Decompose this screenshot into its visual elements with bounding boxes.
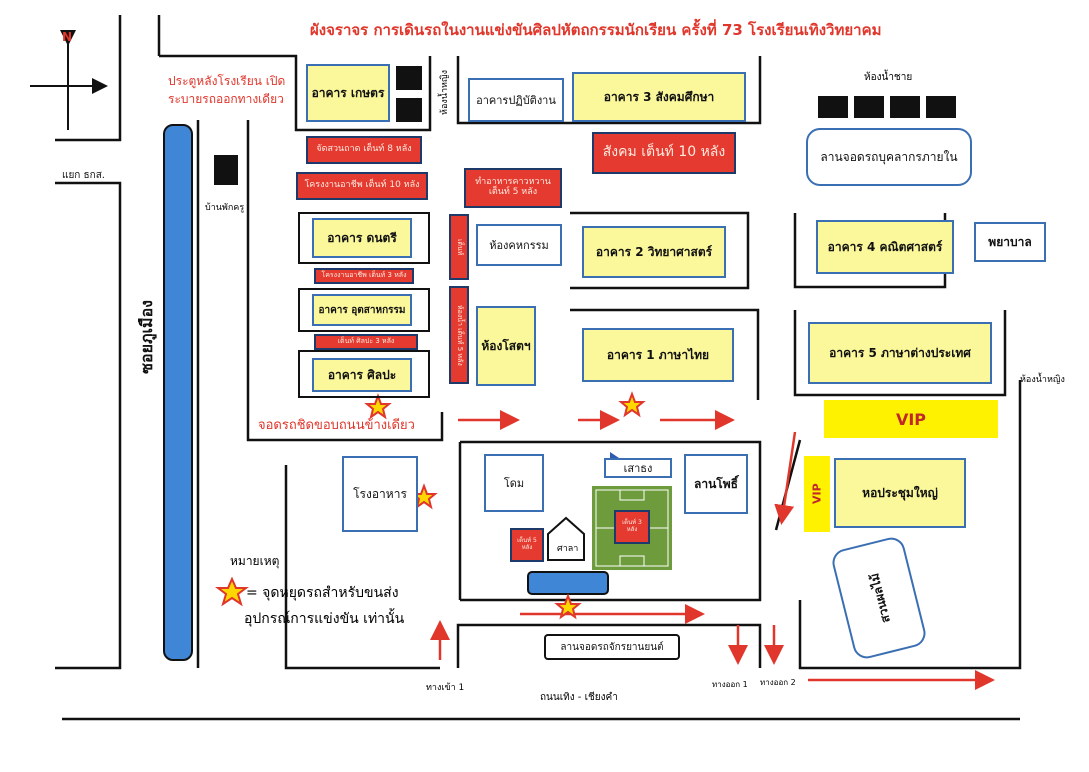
tent-area-3: ทำอาหารคาวหวาน เต็นท์ 5 หลัง	[464, 168, 562, 208]
tent-area-4: สังคม เต็นท์ 10 หลัง	[592, 132, 736, 174]
hall-building: หอประชุมใหญ่	[834, 458, 966, 528]
tent-area-5: โครงงานอาชีพ เต็นท์ 3 หลัง	[314, 268, 414, 284]
men-toilet-label: ห้องน้ำชาย	[864, 72, 913, 83]
back-gate-note: ประตูหลังโรงเรียน เปิด ระบายรถออกทางเดีย…	[168, 74, 286, 106]
soi-label: ซอยภูเมือง	[137, 300, 156, 374]
tent-area-8: ห้องน้ำ เต็นท์ 5 หลัง	[449, 286, 469, 384]
tent-area-6: เต็นท์ ศิลปะ 3 หลัง	[314, 334, 418, 350]
toilet-block	[854, 96, 884, 118]
tent-area-1: จัดสวนถาด เต็นท์ 8 หลัง	[306, 136, 422, 164]
toilet-block	[818, 96, 848, 118]
pho-yard: ลานโพธิ์	[684, 454, 748, 514]
women-toilet-top-label: ห้องน้ำหญิง	[440, 70, 450, 115]
toilet-block	[926, 96, 956, 118]
teacher-house-block	[214, 155, 238, 185]
dontri-building: อาคาร ดนตรี	[312, 218, 412, 258]
vip-zone: VIP	[824, 400, 998, 438]
nurse-room: พยาบาล	[974, 222, 1046, 262]
entrance-1-label: ทางเข้า 1	[426, 683, 465, 693]
dontri-frame	[298, 212, 430, 264]
building-1: อาคาร 1 ภาษาไทย	[582, 328, 734, 382]
moto-parking: ลานจอดรถจักรยานยนต์	[544, 634, 680, 660]
tent-area-9: เต็นท์ 3 หลัง	[614, 510, 650, 544]
legend-line2: อุปกรณ์การแข่งขัน เท่านั้น	[244, 611, 405, 627]
junction-label: แยก ธกส.	[62, 170, 105, 181]
exit-1-label: ทางออก 1	[712, 680, 748, 689]
women-toilet-right-label: ห้องน้ำหญิง	[1020, 375, 1065, 385]
sotto-room: ห้องโสตฯ	[476, 306, 536, 386]
udsahakam-building: อาคาร อุตสาหกรรม	[312, 294, 412, 326]
vip-small-zone: VIP	[804, 456, 830, 532]
map-title: ผังจราจร การเดินรถในงานแข่งขันศิลปหัตถกร…	[310, 21, 882, 39]
canteen-building: โรงอาหาร	[342, 456, 418, 532]
legend-title: หมายเหตุ	[230, 554, 280, 568]
parking-note: จอดรถชิดขอบถนนข้างเดียว	[258, 418, 415, 433]
udsahakam-frame	[298, 288, 430, 332]
building-3: อาคาร 3 สังคมศึกษา	[572, 72, 746, 122]
pool-shape	[527, 571, 609, 595]
building-2: อาคาร 2 วิทยาศาสตร์	[582, 226, 726, 278]
bottom-road-label: ถนนเทิง - เชียงคำ	[540, 692, 618, 703]
dome-building: โดม	[484, 454, 544, 512]
toilet-block	[396, 66, 422, 90]
toilet-block	[396, 98, 422, 122]
building-5: อาคาร 5 ภาษาต่างประเทศ	[808, 322, 992, 384]
building-4: อาคาร 4 คณิตศาสตร์	[816, 220, 954, 274]
exit-2-label: ทางออก 2	[760, 678, 796, 687]
traffic-arrows	[430, 410, 995, 690]
silpa-frame	[298, 350, 430, 398]
toilet-block	[890, 96, 920, 118]
stop-point-stars	[215, 391, 646, 620]
tent-area-10: เต็นท์ 5 หลัง	[510, 528, 544, 562]
road-lines	[55, 15, 1022, 721]
sala-label: ศาลา	[557, 544, 579, 554]
silpa-building: อาคาร ศิลปะ	[312, 358, 412, 392]
compass-icon	[30, 30, 108, 130]
teacher-house-label: บ้านพักครู	[205, 203, 245, 213]
canal-shape	[163, 124, 193, 661]
practice-building: อาคารปฏิบัติงาน	[468, 78, 564, 122]
north-label: N	[62, 30, 73, 44]
staff-parking: ลานจอดรถบุคลากรภายใน	[806, 128, 972, 186]
legend-line1: = จุดหยุดรถสำหรับขนส่ง	[246, 585, 399, 601]
flagpole-label: เสาธง	[604, 458, 672, 478]
tent-area-2: โครงงานอาชีพ เต็นท์ 10 หลัง	[296, 172, 428, 200]
sala-icon	[547, 516, 585, 561]
orchard-label: สวนผลไม้	[866, 571, 893, 625]
tent-area-7: เต็นท์	[449, 214, 469, 280]
khahakam-room: ห้องคหกรรม	[476, 224, 562, 266]
kaset-building: อาคาร เกษตร	[306, 64, 390, 122]
